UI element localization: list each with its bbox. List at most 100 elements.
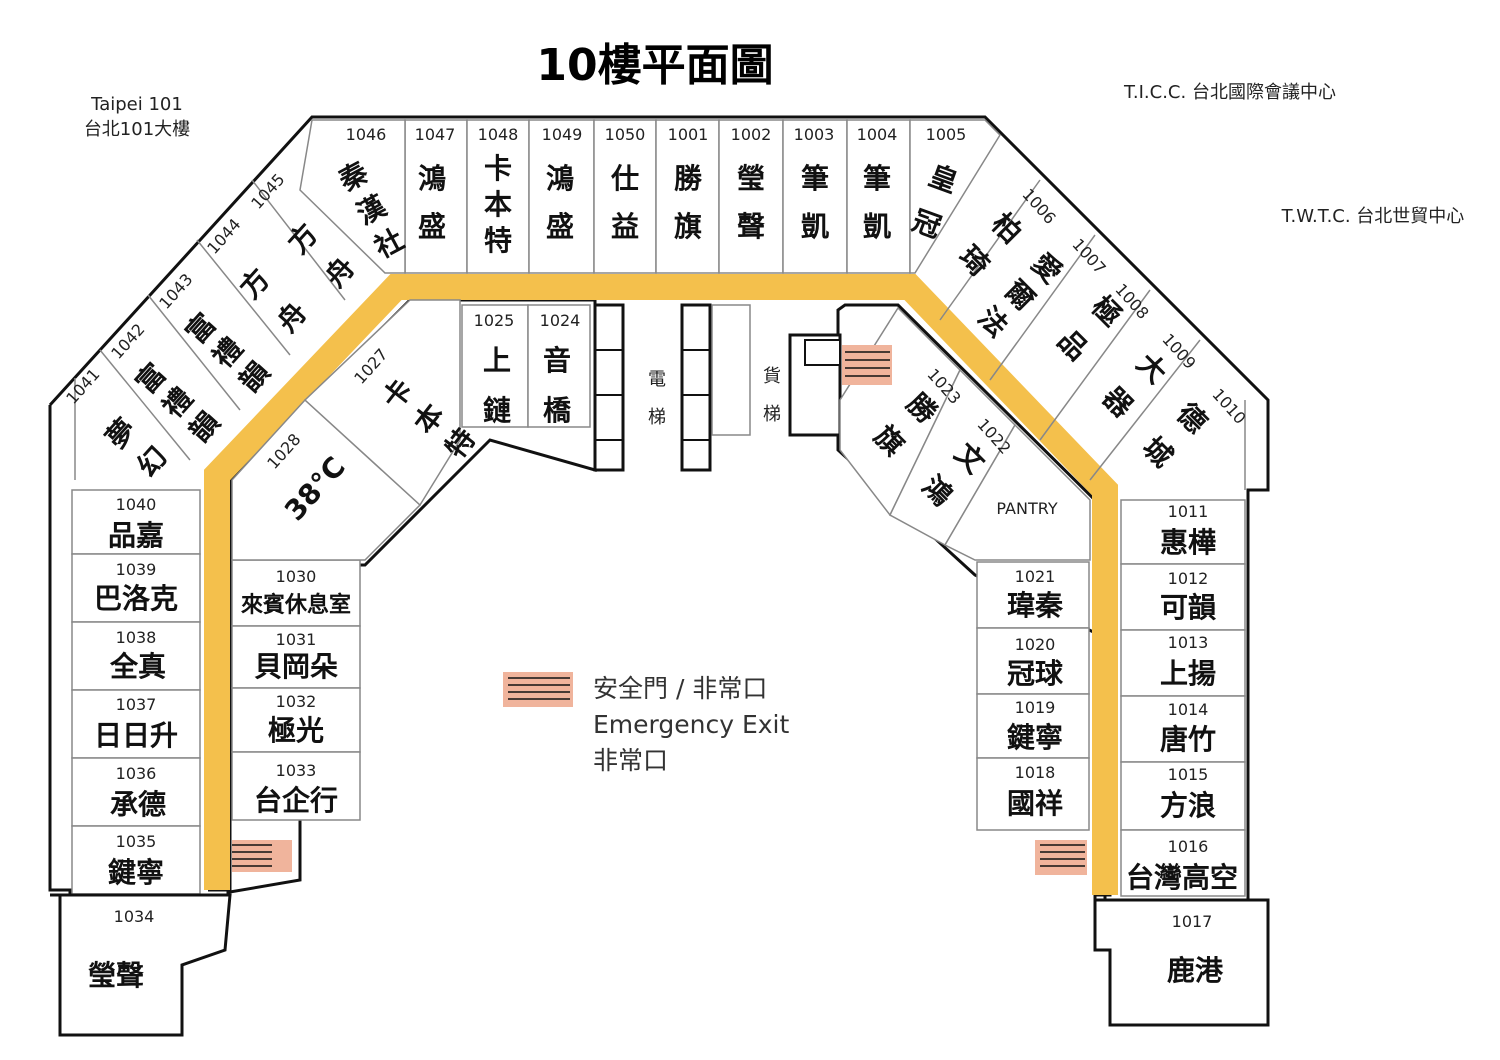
landmark-ticc: T.I.C.C. 台北國際會議中心: [1123, 82, 1336, 103]
booth-name-1024: 音橋: [543, 344, 572, 427]
booth-number-1040: 1040: [116, 495, 157, 514]
booth-number-1016: 1016: [1168, 837, 1209, 856]
booth-name-1036: 承德: [110, 788, 166, 821]
booth-name-1015: 方浪: [1160, 789, 1216, 822]
booth-number-1002: 1002: [731, 125, 772, 144]
right-inner-column: [976, 561, 1090, 831]
booth-name-char: 盛: [418, 210, 446, 243]
booth-number-1046: 1046: [346, 125, 387, 144]
booth-name-1021: 瑋秦: [1007, 589, 1064, 622]
booth-name-1012: 可韻: [1160, 591, 1217, 624]
booth-name-1018: 國祥: [1007, 787, 1063, 820]
booth-name-text: 鍵寧: [1007, 721, 1063, 754]
booth-name-1017: 鹿港: [1167, 954, 1224, 987]
booth-number-1015: 1015: [1168, 765, 1209, 784]
booth-number-1024: 1024: [540, 311, 581, 330]
booth-name-1031: 貝岡朵: [254, 650, 338, 683]
booth-number-1018: 1018: [1015, 763, 1056, 782]
right-diagonal-booths: [939, 179, 1246, 490]
booth-name-text: 來賓休息室: [241, 592, 351, 618]
booth-name-char: 瑩: [737, 162, 765, 195]
booth-name-1037: 日日升: [94, 719, 178, 752]
booth-name-text: 方浪: [1160, 789, 1216, 822]
booth-name-char: 旗: [674, 210, 702, 243]
booth-number-1025: 1025: [474, 311, 515, 330]
booth-1017-area: [1093, 898, 1270, 1027]
booth-name-char: 筆: [863, 162, 891, 195]
booth-name-char: 盛: [546, 210, 574, 243]
emergency-exit-1: [232, 840, 292, 872]
freight-label-1: 貨: [763, 366, 781, 387]
booth-name-1050: 仕益: [610, 162, 639, 243]
booth-number-1032: 1032: [276, 692, 317, 711]
booth-name-text: 承德: [110, 788, 166, 821]
booth-name-text: 上揚: [1160, 657, 1216, 690]
booth-name-1025: 上鏈: [483, 344, 511, 427]
booth-number-1017: 1017: [1172, 912, 1213, 931]
booth-number-1020: 1020: [1015, 635, 1056, 654]
booth-name-text: 唐竹: [1160, 723, 1216, 756]
booth-name-text: 台灣高空: [1126, 861, 1238, 894]
pantry-label: PANTRY: [996, 499, 1057, 518]
booth-name-text: 國祥: [1007, 787, 1063, 820]
booth-name-text: 貝岡朵: [254, 650, 338, 683]
corridor: [204, 274, 1118, 895]
booth-number-1035: 1035: [116, 832, 157, 851]
booth-name-1019: 鍵寧: [1007, 721, 1063, 754]
booth-name-char: 橋: [543, 394, 572, 427]
top-booth-row: [299, 119, 1001, 274]
booth-name-1039: 巴洛克: [94, 582, 178, 615]
elevator-label-1: 電: [648, 369, 666, 390]
elevator-label-2: 梯: [648, 407, 666, 428]
booth-number-1034: 1034: [114, 907, 155, 926]
booth-number-1047: 1047: [415, 125, 456, 144]
booth-number-1049: 1049: [542, 125, 583, 144]
freight-label-2: 梯: [763, 404, 781, 425]
legend-text-en: Emergency Exit: [593, 710, 789, 739]
booth-name-char: 凱: [801, 210, 829, 243]
legend-text-jp: 非常口: [593, 746, 668, 775]
booth-name-text: 巴洛克: [94, 582, 178, 615]
booth-number-1039: 1039: [116, 560, 157, 579]
booth-name-char: 凱: [863, 210, 891, 243]
emergency-exit-3: [842, 345, 892, 385]
booth-name-char: 勝: [674, 162, 703, 195]
booth-number-1036: 1036: [116, 764, 157, 783]
booth-number-1003: 1003: [794, 125, 835, 144]
booth-name-text: 冠球: [1007, 657, 1064, 690]
emergency-exit-2: [1035, 840, 1087, 875]
booth-number-1005: 1005: [926, 125, 967, 144]
booth-name-1003: 筆凱: [801, 162, 829, 243]
booth-name-1004: 筆凱: [863, 162, 891, 243]
booth-number-1021: 1021: [1015, 567, 1056, 586]
booth-name-1002: 瑩聲: [737, 162, 765, 243]
booth-name-1047: 鴻盛: [418, 162, 446, 243]
booth-name-1016: 台灣高空: [1126, 861, 1238, 894]
booth-name-char: 本: [484, 188, 512, 221]
booth-name-1038: 全真: [109, 650, 166, 683]
booth-name-text: 瑋秦: [1007, 589, 1064, 622]
booth-name-1049: 鴻盛: [546, 162, 574, 243]
booth-name-text: 可韻: [1160, 591, 1217, 624]
booth-name-1035: 鍵寧: [108, 856, 164, 889]
booth-name-1014: 唐竹: [1160, 723, 1216, 756]
booth-name-1033: 台企行: [254, 784, 338, 817]
booth-name-text: 極光: [268, 714, 324, 747]
booth-name-1001: 勝旗: [674, 162, 703, 243]
booth-name-char: 聲: [737, 210, 765, 243]
booth-name-text: 鹿港: [1167, 954, 1224, 987]
booth-number-1031: 1031: [276, 630, 317, 649]
booth-1034-area: [50, 893, 232, 1037]
booth-number-1004: 1004: [857, 125, 898, 144]
booth-name-text: 日日升: [94, 719, 178, 752]
booth-number-1037: 1037: [116, 695, 157, 714]
booth-name-char: 特: [484, 224, 512, 257]
center-core: [461, 303, 842, 472]
booth-name-char: 鴻: [418, 162, 446, 195]
booth-name-text: 台企行: [254, 784, 338, 817]
booth-number-1050: 1050: [605, 125, 646, 144]
right-outer-column: [1120, 499, 1246, 897]
booth-number-1001: 1001: [668, 125, 709, 144]
booth-number-1038: 1038: [116, 628, 157, 647]
